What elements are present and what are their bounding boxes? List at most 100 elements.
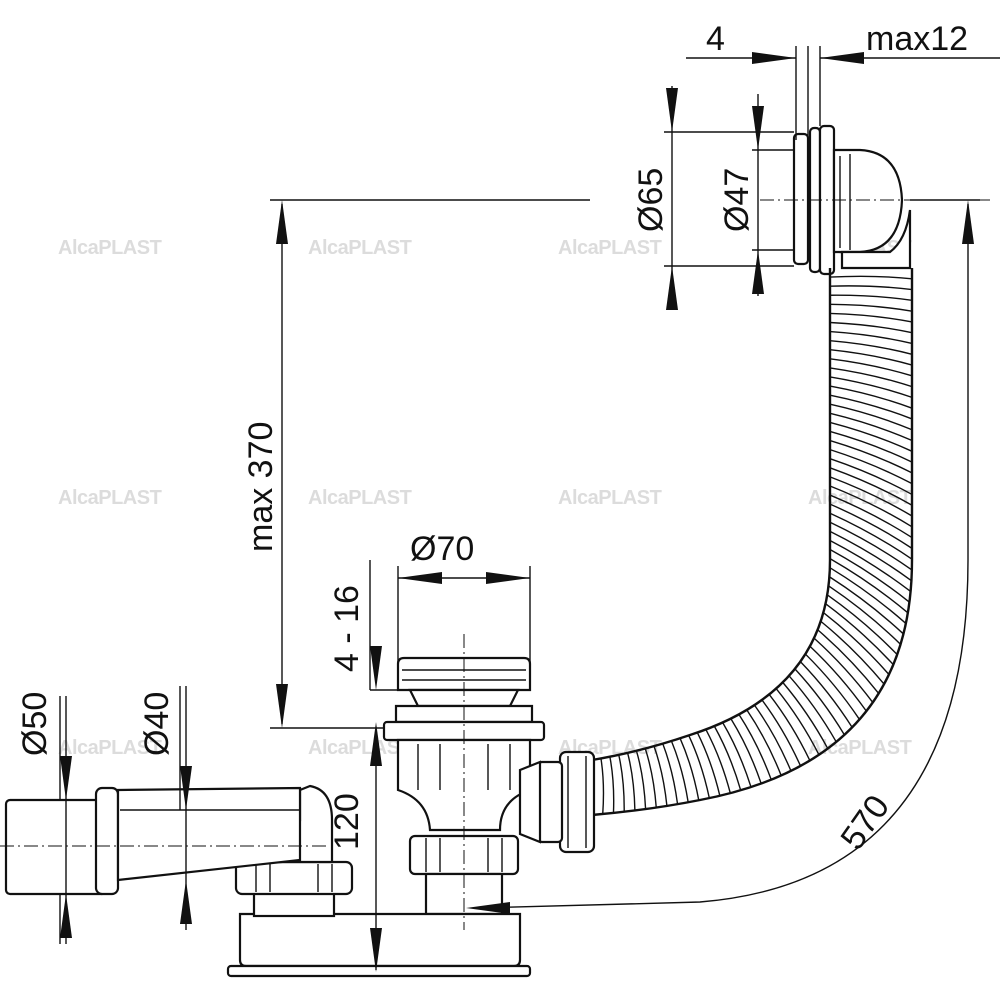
dim-label-outlet-40: Ø40 (138, 692, 176, 756)
hose-rib (688, 735, 711, 799)
hose-rib (829, 567, 907, 624)
hose-rib (829, 403, 913, 431)
watermark-logo: AlcaPLAST (308, 737, 412, 759)
hose-rib (722, 722, 752, 788)
hose-rib (768, 694, 811, 761)
hose-rib (713, 725, 742, 791)
hose-rib (775, 688, 820, 756)
hose-rib (829, 467, 913, 506)
hose-nut (536, 750, 596, 854)
corrugated-hose (591, 268, 914, 817)
dim-dia-47: Ø47 (718, 94, 794, 296)
hose-rib (828, 585, 902, 645)
dim-label-adjust: 4 - 16 (328, 585, 366, 672)
watermark-logo: AlcaPLAST (558, 487, 662, 509)
hose-rib (829, 494, 913, 539)
hose-rib (829, 275, 913, 280)
dim-label-base-height: 120 (328, 793, 366, 850)
hose-rib (829, 330, 913, 345)
hose-rib (738, 714, 772, 780)
dim-label-thickness: 4 (706, 20, 725, 58)
dim-flange: 4 max12 (686, 20, 1000, 140)
hose-rib (635, 750, 647, 810)
hose-rib (829, 448, 913, 485)
hose-rib (788, 675, 837, 743)
hose-rib (829, 576, 904, 635)
hose-rib (761, 699, 802, 767)
hose-rib (829, 312, 913, 323)
hose-rib (817, 629, 880, 694)
dim-label-height: max 370 (242, 422, 280, 552)
watermark-logo: AlcaPLAST (808, 487, 912, 509)
hose-rib (705, 729, 731, 794)
dim-dia-50: Ø50 (16, 692, 72, 944)
hose-rib (826, 594, 898, 656)
hose-rib (829, 512, 913, 560)
hose-rib (618, 754, 625, 812)
hose-rib (753, 704, 792, 772)
hose-rib (679, 738, 700, 801)
hose-rib (829, 385, 913, 409)
outlet-pipe (4, 786, 302, 896)
hose-rib (829, 458, 913, 496)
hose-rib (813, 637, 874, 703)
hose-rib (829, 539, 912, 593)
hose-rib (829, 303, 913, 312)
hose-rib (829, 548, 910, 603)
hose-rib (829, 476, 913, 517)
hose-rib (670, 740, 689, 803)
dim-label-wall: max12 (866, 20, 968, 58)
dim-max-370: max 370 (242, 199, 590, 729)
hose-rib (804, 653, 861, 720)
hose-rib (730, 718, 762, 784)
dim-label-outlet-50: Ø50 (16, 692, 54, 756)
hose-rib (799, 661, 853, 728)
hose-rib (609, 756, 615, 813)
hose-rib (825, 603, 894, 666)
hose-rib (794, 668, 846, 736)
dim-dia-70: Ø70 (397, 530, 531, 664)
hose-rib (696, 732, 721, 796)
watermark-logo: AlcaPLAST (58, 237, 162, 259)
dim-4-16: 4 - 16 (328, 560, 398, 900)
hose-rib (829, 430, 913, 463)
hose-rib (829, 367, 913, 388)
hose-rib (809, 645, 867, 712)
hose-rib (820, 620, 885, 685)
hose-rib (829, 376, 913, 399)
dim-label-inner: Ø47 (718, 168, 756, 232)
dim-label-waste: Ø70 (410, 530, 474, 568)
dim-dia-65: Ø65 (632, 86, 794, 310)
hose-rib (829, 321, 913, 334)
hose-rib (829, 503, 913, 549)
hose-rib (829, 421, 913, 452)
watermark-logo: AlcaPLAST (308, 487, 412, 509)
watermark-logo: AlcaPLAST (558, 237, 662, 259)
hose-rib (822, 611, 890, 675)
hose-rib (829, 558, 909, 614)
hose-rib (644, 748, 657, 808)
hose-rib (829, 285, 913, 291)
hose-rib (626, 752, 636, 811)
hose-rib (829, 485, 913, 528)
hose-rib (829, 358, 913, 377)
hose-rib (746, 709, 782, 776)
dim-120: 120 (328, 793, 382, 972)
hose-rib (829, 439, 913, 474)
hose-rib (829, 294, 913, 302)
hose-rib (600, 758, 605, 815)
dim-label-outer: Ø65 (632, 168, 670, 232)
center-lines (0, 199, 990, 930)
hose-rib (782, 681, 829, 749)
hose-rib (829, 412, 913, 442)
hose-rib (662, 743, 679, 805)
watermark-logo: AlcaPLAST (308, 237, 412, 259)
dim-dia-40: Ø40 (138, 686, 192, 930)
watermark-logo: AlcaPLAST (58, 487, 162, 509)
hose-rib (829, 349, 913, 366)
hose-rib (653, 745, 668, 807)
hose-rib (829, 394, 913, 420)
hose-rib (829, 521, 913, 571)
hose-rib (829, 339, 913, 355)
